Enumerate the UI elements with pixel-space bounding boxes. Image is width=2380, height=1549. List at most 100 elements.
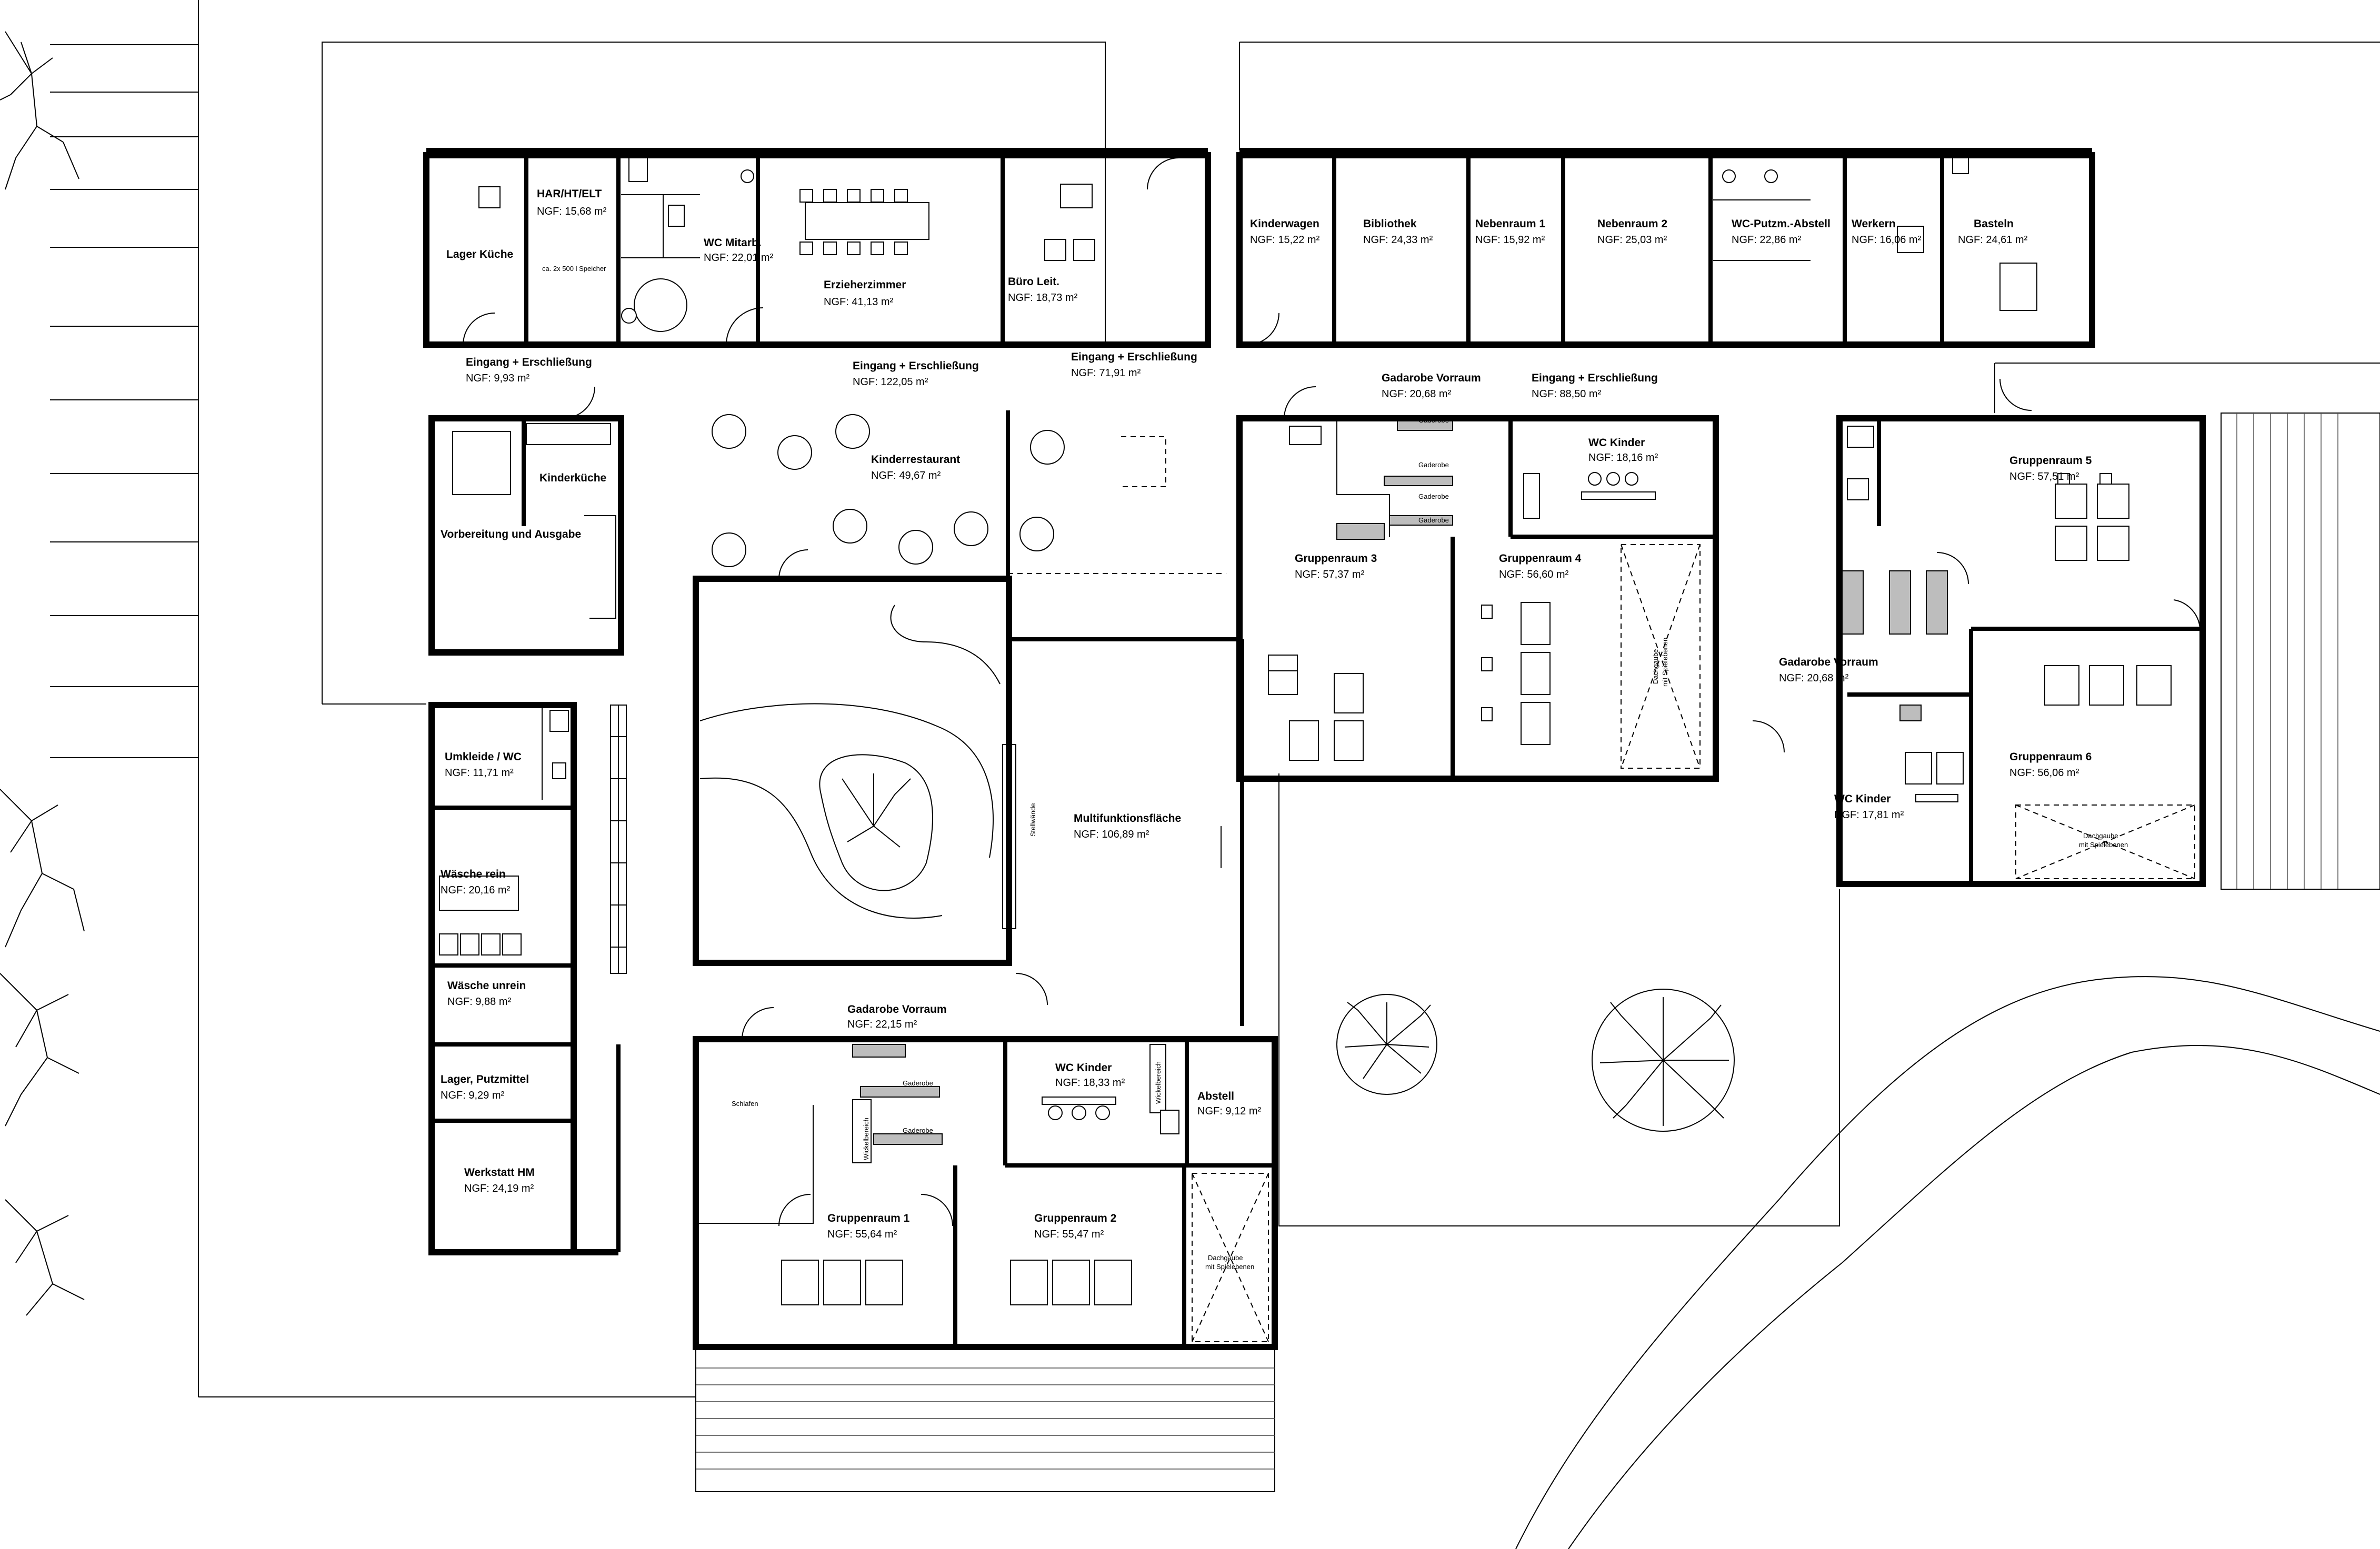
room-name-waesche-unrein: Wäsche unrein	[447, 980, 526, 992]
room-area-buero: NGF: 18,73 m²	[1008, 292, 1078, 304]
erzieher-table	[799, 189, 929, 255]
label-spielebenen-2: mit Spielebenen	[2079, 841, 2128, 849]
label-garderobe-6: Gaderobe	[903, 1126, 933, 1134]
room-name-multifunktion: Multifunktionsfläche	[1074, 812, 1181, 824]
label-wickelbereich-2: Wickelbereich	[1154, 1061, 1162, 1104]
label-garderobe-3: Gaderobe	[1418, 492, 1449, 500]
label-stellwand: Stellwände	[1029, 803, 1037, 837]
room-area-lager-putz: NGF: 9,29 m²	[441, 1090, 504, 1101]
room-name-gruppenraum6: Gruppenraum 6	[2009, 751, 2092, 763]
room-area-kinderwagen: NGF: 15,22 m²	[1250, 234, 1320, 246]
wing-service	[428, 702, 627, 1255]
kinderrestaurant-tables	[712, 414, 1065, 567]
room-area-gruppenraum1: NGF: 55,64 m²	[827, 1229, 897, 1240]
terrace-right	[1994, 363, 2380, 890]
label-garderobe-4: Gaderobe	[1418, 516, 1449, 524]
wing-kitchen	[428, 415, 624, 656]
room-name-werkern: Werkern	[1852, 218, 1896, 230]
room-name-eingang1: Eingang + Erschließung	[466, 356, 592, 368]
label-spielebenen-3: mit Spielebenen	[1661, 638, 1669, 687]
room-name-lager-kueche: Lager Küche	[446, 248, 513, 260]
room-name-erzieherzimmer: Erzieherzimmer	[824, 279, 906, 291]
room-area-gruppenraum4: NGF: 56,60 m²	[1499, 569, 1569, 580]
room-area-wc-mitarb: NGF: 22,01 m²	[704, 252, 774, 264]
room-area-nebenraum1: NGF: 15,92 m²	[1475, 234, 1545, 246]
room-name-umkleide: Umkleide / WC	[445, 751, 522, 763]
label-schlafen: Schlafen	[732, 1100, 758, 1108]
room-area-eingang1: NGF: 9,93 m²	[466, 373, 529, 384]
label-dachgaube-1: Dachgaube	[1208, 1254, 1243, 1262]
room-area-har: NGF: 15,68 m²	[537, 206, 607, 217]
room-name-wc-mitarb: WC Mitarb.	[704, 237, 762, 249]
room-name-wc-kinder2: WC Kinder	[1834, 793, 1891, 805]
room-area-multifunktion: NGF: 106,89 m²	[1074, 829, 1149, 840]
room-name-gruppenraum1: Gruppenraum 1	[827, 1212, 910, 1224]
room-area-gruppenraum5: NGF: 57,51 m²	[2009, 471, 2079, 482]
terrace-bottom	[695, 1349, 1275, 1492]
room-area-waesche-unrein: NGF: 9,88 m²	[447, 996, 511, 1008]
wing-gruppen-1-2	[693, 1036, 1278, 1350]
room-name-gadarobe-v1: Gadarobe Vorraum	[1382, 372, 1481, 384]
label-spielebenen-1: mit Spielebenen	[1205, 1263, 1254, 1271]
room-name-wc-kinder1: WC Kinder	[1588, 437, 1645, 449]
room-area-bibliothek: NGF: 24,33 m²	[1363, 234, 1433, 246]
room-area-wc-kinder1: NGF: 18,16 m²	[1588, 452, 1658, 464]
atrium	[693, 576, 1012, 966]
room-area-eingang4: NGF: 88,50 m²	[1532, 388, 1602, 400]
room-name-nebenraum2: Nebenraum 2	[1597, 218, 1667, 230]
site-context	[50, 0, 2380, 1549]
room-area-gruppenraum2: NGF: 55,47 m²	[1034, 1229, 1104, 1240]
wing-top-right	[1236, 148, 2095, 348]
room-name-eingang3: Eingang + Erschließung	[1071, 351, 1197, 363]
room-name-gadarobe-v2: Gadarobe Vorraum	[1779, 656, 1878, 668]
room-area-wc-kinder2: NGF: 17,81 m²	[1834, 809, 1904, 821]
room-name-har: HAR/HT/ELT	[537, 188, 602, 200]
room-name-eingang2: Eingang + Erschließung	[853, 360, 979, 372]
room-name-kinderwagen: Kinderwagen	[1250, 218, 1319, 230]
room-labels: HAR/HT/ELT NGF: 15,68 m² ca. 2x 500 l Sp…	[441, 188, 2128, 1271]
room-name-werkstatt: Werkstatt HM	[464, 1166, 535, 1179]
room-area-werkstatt: NGF: 24,19 m²	[464, 1183, 534, 1194]
parking-stripes	[50, 44, 198, 758]
room-name-vorbereitung: Vorbereitung und Ausgabe	[441, 528, 581, 540]
wing-gruppen-3-4	[1236, 415, 1719, 782]
room-name-lager-putz: Lager, Putzmittel	[441, 1073, 529, 1085]
room-name-wc-kinder3: WC Kinder	[1055, 1062, 1112, 1074]
room-name-abstell: Abstell	[1197, 1090, 1234, 1102]
room-name-waesche-rein: Wäsche rein	[441, 868, 506, 880]
doors	[463, 157, 2201, 1226]
room-name-gruppenraum2: Gruppenraum 2	[1034, 1212, 1116, 1224]
room-area-wc-kinder3: NGF: 18,33 m²	[1055, 1077, 1125, 1089]
room-name-nebenraum1: Nebenraum 1	[1475, 218, 1545, 230]
wing-top-left	[423, 148, 1211, 348]
room-name-gruppenraum4: Gruppenraum 4	[1499, 552, 1582, 565]
kinderrestaurant-walls	[695, 410, 1226, 579]
room-name-gadarobe-v3: Gadarobe Vorraum	[847, 1003, 947, 1015]
room-area-erzieherzimmer: NGF: 41,13 m²	[824, 296, 894, 308]
label-dachgaube-3: Dachgaube	[1652, 649, 1659, 685]
wing-gruppen-5-6	[1836, 415, 2206, 887]
room-area-eingang2: NGF: 122,05 m²	[853, 376, 928, 388]
room-area-eingang3: NGF: 71,91 m²	[1071, 367, 1141, 379]
tree-courtyard-2	[1592, 989, 1735, 1132]
room-area-werkern: NGF: 16,06 m²	[1852, 234, 1922, 246]
room-area-gadarobe-v1: NGF: 20,68 m²	[1382, 388, 1452, 400]
room-area-nebenraum2: NGF: 25,03 m²	[1597, 234, 1667, 246]
room-name-eingang4: Eingang + Erschließung	[1532, 372, 1658, 384]
room-area-basteln: NGF: 24,61 m²	[1958, 234, 2028, 246]
room-area-wc-putz: NGF: 22,86 m²	[1732, 234, 1802, 246]
room-name-kinderrestaurant: Kinderrestaurant	[871, 454, 960, 466]
room-area-gruppenraum6: NGF: 56,06 m²	[2009, 767, 2079, 779]
room-area-gadarobe-v2: NGF: 20,68 m²	[1779, 672, 1849, 684]
room-name-gruppenraum5: Gruppenraum 5	[2009, 455, 2092, 467]
room-area-gruppenraum3: NGF: 57,37 m²	[1295, 569, 1365, 580]
room-name-wc-putz: WC-Putzm.-Abstell	[1732, 218, 1831, 230]
label-wickelbereich-1: Wickelbereich	[862, 1118, 870, 1160]
room-area-gadarobe-v3: NGF: 22,15 m²	[847, 1019, 917, 1030]
room-area-abstell: NGF: 9,12 m²	[1197, 1105, 1261, 1117]
room-name-kinderkueche: Kinderküche	[539, 472, 606, 484]
note-har: ca. 2x 500 l Speicher	[542, 265, 606, 273]
room-name-gruppenraum3: Gruppenraum 3	[1295, 552, 1377, 565]
tree-courtyard-1	[1336, 994, 1437, 1095]
